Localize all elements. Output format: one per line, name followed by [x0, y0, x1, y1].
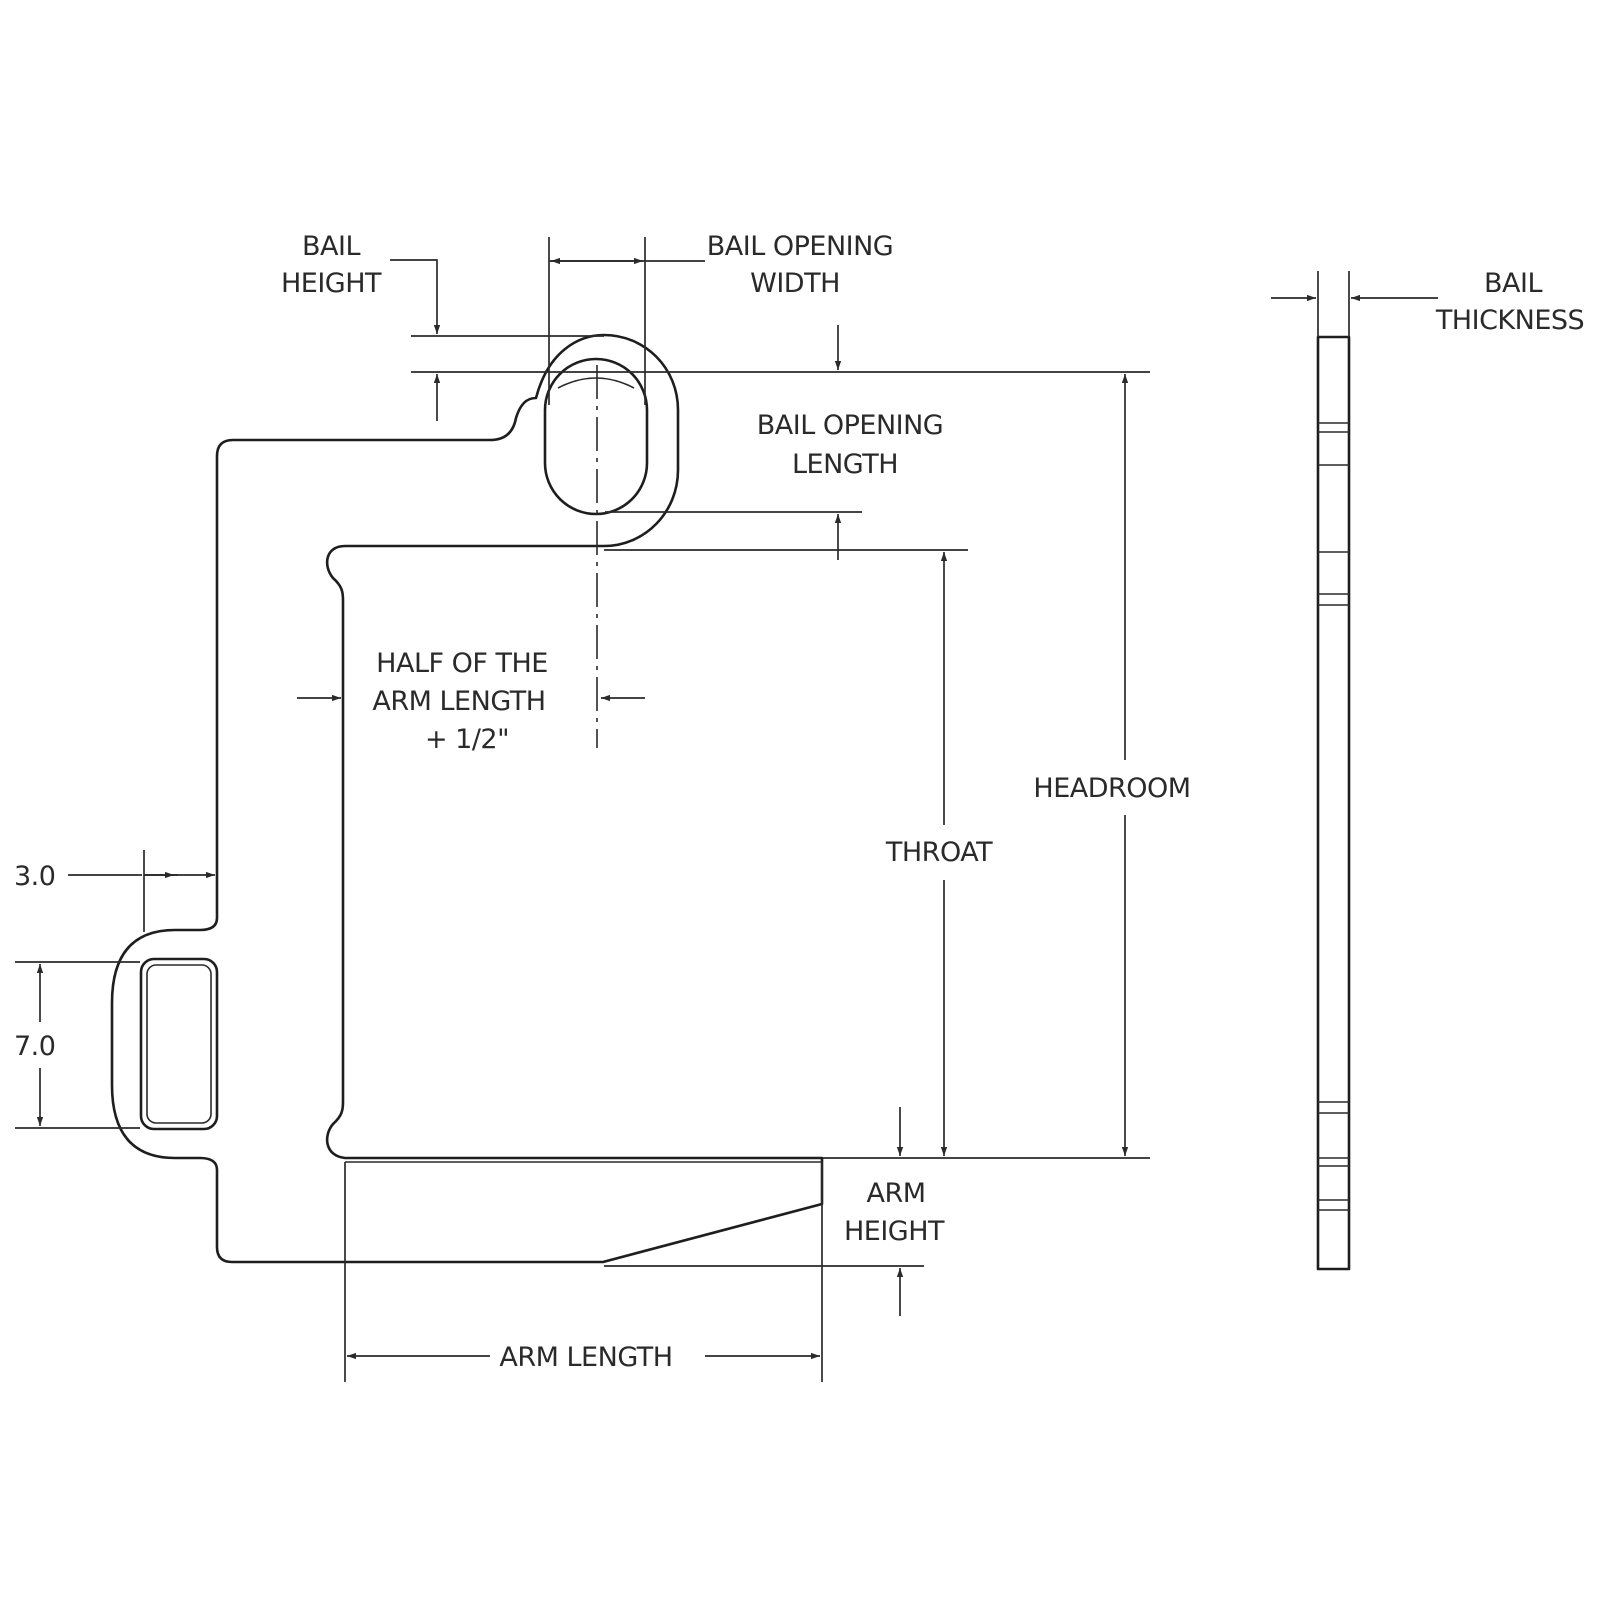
- bail-opening-bevel: [557, 377, 635, 389]
- dim-7-label: 7.0: [14, 1031, 55, 1062]
- bail-opening-length-label-1: BAIL OPENING: [757, 410, 943, 441]
- dimension-lines: [36, 257, 1129, 1360]
- bail-opening: [543, 357, 649, 516]
- bail-opening-length-label-2: LENGTH: [792, 449, 898, 480]
- bail-height-label-1: BAIL: [302, 231, 360, 262]
- half-arm-length-label-2: ARM LENGTH: [372, 686, 545, 717]
- arm-height-label-1: ARM: [866, 1178, 925, 1209]
- side-view-plate: [1316, 335, 1351, 1271]
- arm-height-label-2: HEIGHT: [844, 1216, 945, 1247]
- dim-3-label: 3.0: [14, 861, 55, 892]
- bail-opening-width-label-1: BAIL OPENING: [707, 231, 893, 262]
- labels: BAIL HEIGHT BAIL OPENING WIDTH BAIL OPEN…: [14, 231, 1585, 1373]
- lower-slot: [139, 957, 219, 1131]
- extension-lines: [15, 237, 1150, 1382]
- lower-slot-inner: [146, 964, 212, 1124]
- bail-opening-width-label-2: WIDTH: [750, 268, 840, 299]
- bail-height-label-2: HEIGHT: [281, 268, 382, 299]
- part-outline: [110, 333, 824, 1264]
- outer-profile: [110, 333, 824, 1264]
- half-arm-length-label-1: HALF OF THE: [376, 648, 548, 679]
- headroom-label: HEADROOM: [1033, 773, 1190, 804]
- half-arm-length-label-3: + 1/2": [425, 724, 509, 755]
- arm-length-label: ARM LENGTH: [499, 1342, 672, 1373]
- bail-thickness-label-1: BAIL: [1484, 268, 1542, 299]
- side-view-lines: [1318, 422, 1349, 1211]
- throat-label: THROAT: [885, 837, 993, 868]
- bail-thickness-label-2: THICKNESS: [1435, 305, 1584, 336]
- side-view: [1271, 271, 1438, 1271]
